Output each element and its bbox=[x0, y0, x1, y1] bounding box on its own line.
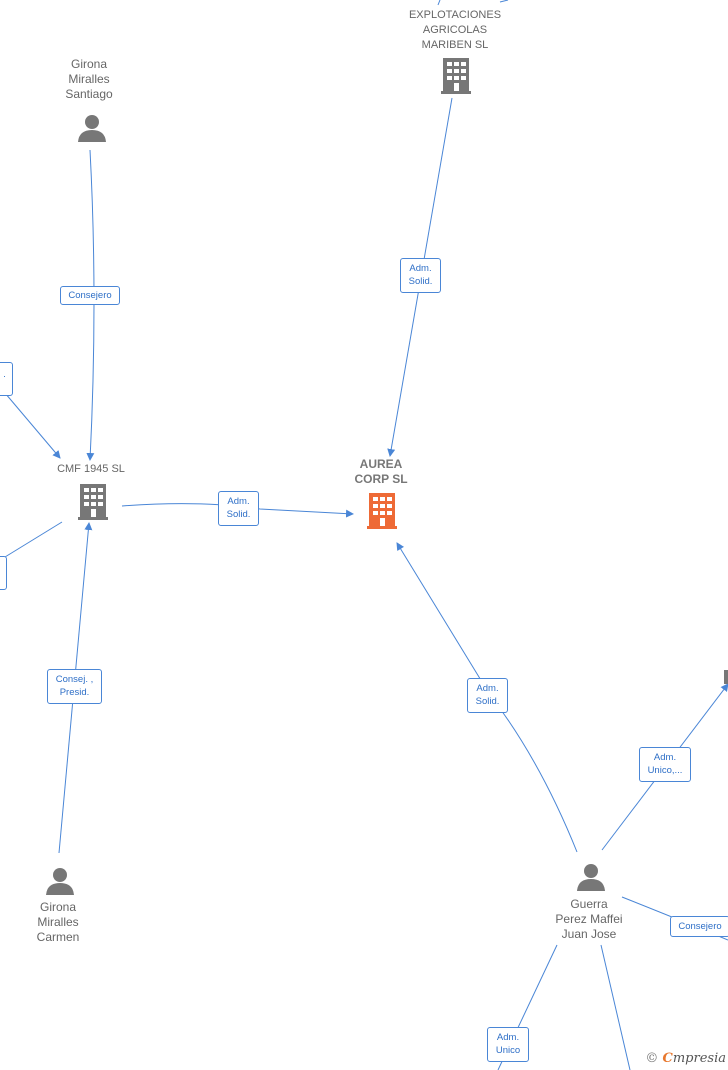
brand-initial: C bbox=[662, 1051, 673, 1066]
edge-label-adm-solid[interactable]: Adm. Solid. bbox=[467, 678, 508, 713]
edge-label-consej-presid[interactable]: Consej. , Presid. bbox=[47, 669, 102, 704]
building-icon[interactable] bbox=[78, 484, 110, 520]
edge-label-adm-solid[interactable]: Adm. Solid. bbox=[218, 491, 259, 526]
node-label-girona-santiago[interactable]: Girona Miralles Santiago bbox=[65, 57, 113, 101]
building-icon-partial[interactable] bbox=[724, 670, 728, 684]
edge-label-adm-unico[interactable]: Adm. Unico bbox=[487, 1027, 529, 1062]
building-icon[interactable] bbox=[441, 58, 473, 94]
edge-label-left-stub[interactable]: · bbox=[0, 362, 13, 396]
edge-label-adm-solid[interactable]: Adm. Solid. bbox=[400, 258, 441, 293]
brand-logo: © Cmpresia bbox=[645, 1051, 726, 1066]
main-company-building-icon[interactable] bbox=[367, 493, 399, 529]
edge-left-stub-to-cmf bbox=[4, 392, 61, 459]
brand-name: mpresia bbox=[672, 1051, 726, 1066]
edge-label-adm-unico[interactable]: Adm. Unico,... bbox=[639, 747, 691, 782]
edge-label-consejero[interactable]: Consejero bbox=[670, 916, 728, 937]
edge-label-left-stub bbox=[0, 556, 7, 590]
edge-explotaciones-top-stub-right bbox=[499, 0, 509, 3]
edge-santiago-to-cmf bbox=[86, 149, 95, 461]
node-label-explotaciones[interactable]: EXPLOTACIONES AGRICOLAS MARIBEN SL bbox=[408, 9, 502, 51]
person-icon[interactable] bbox=[45, 866, 75, 896]
person-icon[interactable] bbox=[576, 862, 606, 892]
copyright-symbol: © bbox=[645, 1051, 659, 1066]
edge-guerra-to-bottom-right bbox=[600, 944, 631, 1070]
node-label-girona-carmen[interactable]: Girona Miralles Carmen bbox=[36, 900, 80, 944]
edge-label-consejero[interactable]: Consejero bbox=[60, 286, 120, 305]
person-icon[interactable] bbox=[77, 113, 107, 143]
edge-cmf-to-left-stub bbox=[4, 521, 63, 558]
edge-explotaciones-top-stub bbox=[437, 0, 441, 6]
node-label-guerra[interactable]: Guerra Perez Maffei Juan Jose bbox=[555, 897, 623, 941]
node-label-cmf[interactable]: CMF 1945 SL bbox=[57, 463, 125, 475]
node-label-aurea[interactable]: AUREA CORP SL bbox=[354, 457, 408, 486]
